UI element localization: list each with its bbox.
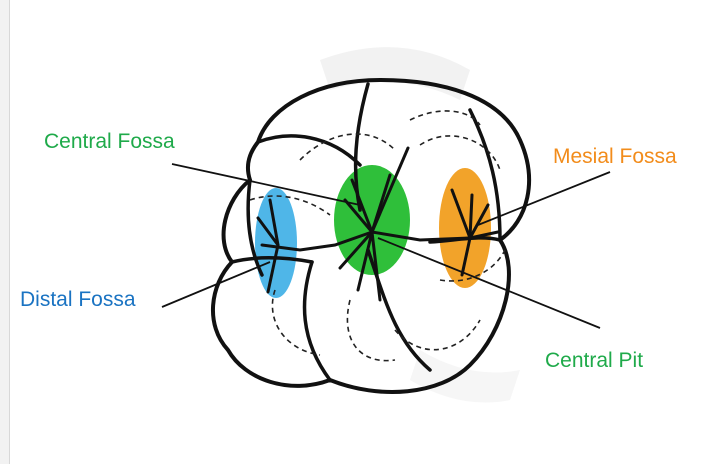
mesial-fossa-leader (477, 171, 611, 226)
background-shading (320, 47, 520, 403)
central-pit-label: Central Pit (545, 349, 644, 372)
central-fossa-label: Central Fossa (44, 130, 175, 153)
leader-lines (161, 163, 611, 329)
central-pit-leader (377, 237, 601, 329)
distal-fossa-leader (161, 261, 271, 308)
central-groove-lines (256, 146, 500, 302)
distal-fossa-label: Distal Fossa (20, 288, 136, 311)
dashed-cusp-ridges (249, 110, 506, 362)
tooth-outer-outline (210, 78, 532, 394)
central-fossa-leader (171, 163, 361, 206)
slide-edge (0, 0, 10, 464)
central-fossa-region (334, 165, 410, 275)
mesial-fossa-label: Mesial Fossa (553, 145, 677, 168)
